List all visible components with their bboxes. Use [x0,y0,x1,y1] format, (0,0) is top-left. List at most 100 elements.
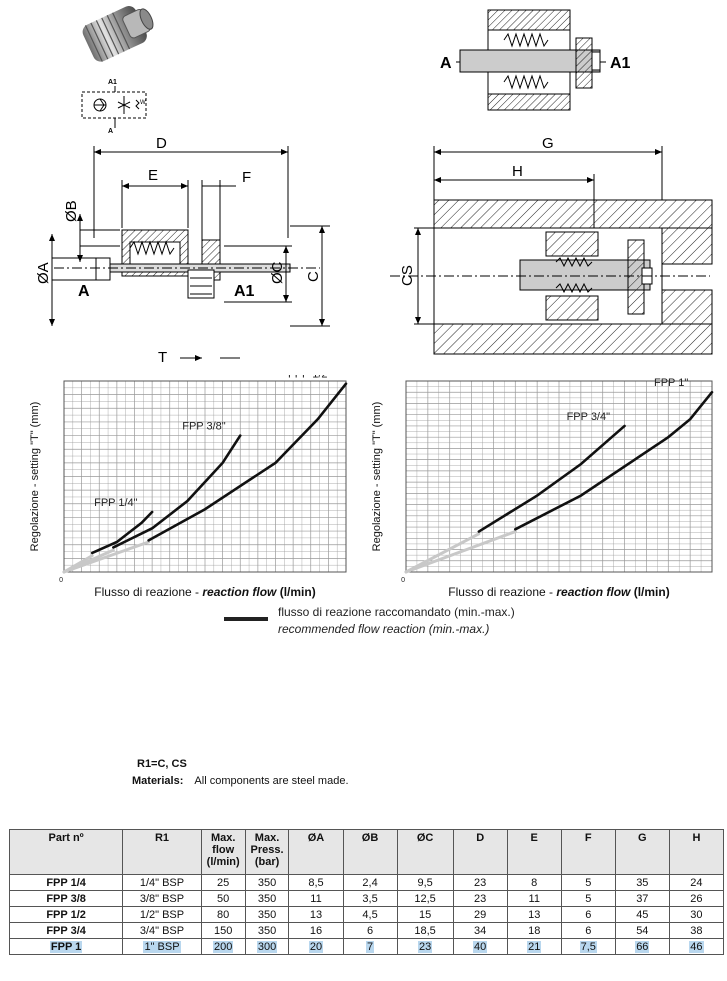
table-cell: 54 [614,922,670,939]
product-photo [82,6,154,62]
table-cell: 150 [200,922,246,939]
series-annotation: FPP 3/8" [182,421,226,433]
table-cell: 200 [200,938,246,955]
left-port-a1-label: A1 [234,283,255,300]
col-header: R1 [122,829,202,875]
table-cell: 3,5 [342,890,398,907]
dim-g-label: G [542,135,554,152]
dim-b-label: ØB [63,200,80,222]
dim-cs-label: CS [399,265,416,286]
right-installed-drawing: G H CS [390,135,713,355]
y-tick-label: 0 [401,577,405,584]
series-line [147,382,348,542]
symbol-label-a1: A1 [108,79,117,86]
series-line [513,390,714,531]
series-annotation: FPP 1" [654,377,688,389]
plot-frame [405,380,713,573]
table-cell: 18 [506,922,562,939]
table-cell: 80 [200,906,246,923]
table-cell: 15 [396,906,454,923]
svg-text:W: W [140,100,146,106]
col-header: ØC [396,829,454,875]
part-number-cell: FPP 3/8 [8,890,124,907]
table-cell: 5 [560,874,616,891]
part-number-cell: FPP 3/4 [8,922,124,939]
series-annotation: FPP 3/4" [567,411,611,423]
table-cell: 2,4 [342,874,398,891]
table-cell: 300 [244,938,290,955]
col-header: H [668,829,725,875]
table-cell: 8,5 [288,874,344,891]
table-header-row: Part nº R1 Max. flow (l/min) Max. Press.… [8,829,725,875]
materials-value: All components are steel made. [194,775,349,787]
y-axis-label: Regolazione - setting "T" (mm) [371,402,383,552]
series-line [62,540,151,574]
part-number-cell: FPP 1/2 [8,906,124,923]
hydraulic-symbol: A1 W A [81,79,147,135]
table-cell: 35 [614,874,670,891]
series-line [404,532,481,574]
dim-h-label: H [512,163,523,180]
right-section-drawing: A A1 [440,9,630,111]
table-cell: 66 [614,938,670,955]
table-cell: 4,5 [342,906,398,923]
left-port-a-label: A [78,283,90,300]
legend-text-1: flusso di reazione raccomandato (min.-ma… [278,605,515,619]
dim-f-label: F [242,169,251,186]
col-header: G [614,829,670,875]
table-cell: 3/4" BSP [122,922,202,939]
series-line [90,510,154,555]
table-cell: 7 [342,938,398,955]
col-header: ØA [288,829,344,875]
table-cell: 13 [288,906,344,923]
table-cell: 5 [560,890,616,907]
table-cell: 23 [396,938,454,955]
table-cell: 11 [288,890,344,907]
table-cell: 45 [614,906,670,923]
table-cell: 21 [506,938,562,955]
table-cell: 350 [244,890,290,907]
y-tick-label: 0 [59,577,63,584]
series-line [112,434,242,549]
table-cell: 1" BSP [122,938,202,955]
table-cell: 8 [506,874,562,891]
legend-swatch [224,617,268,621]
table-cell: 46 [668,938,725,955]
table-cell: 350 [244,906,290,923]
part-number-cell: FPP 1 [8,938,124,955]
table-cell: 16 [288,922,344,939]
series-line [404,530,517,574]
right-port-a1-label: A1 [610,55,630,72]
table-cell: 350 [244,922,290,939]
dim-c-small-label: ØC [269,261,286,284]
table-cell: 9,5 [396,874,454,891]
dim-d-label: D [156,135,167,152]
table-cell: 29 [452,906,508,923]
col-header: Max. flow (l/min) [200,829,246,875]
table-cell: 38 [668,922,725,939]
symbol-label-a: A [108,128,113,135]
table-cell: 18,5 [396,922,454,939]
table-cell: 26 [668,890,725,907]
table-cell: 25 [200,874,246,891]
table-cell: 350 [244,874,290,891]
table-cell: 23 [452,890,508,907]
x-axis-label: Flusso di reazione - reaction flow (l/mi… [94,585,315,599]
series-line [477,424,626,533]
plot-frame [63,380,347,573]
x-axis-label: Flusso di reazione - reaction flow (l/mi… [448,585,669,599]
table-cell: 34 [452,922,508,939]
table-cell: 1/4" BSP [122,874,202,891]
parts-table: Part nº R1 Max. flow (l/min) Max. Press.… [8,829,725,955]
table-cell: 40 [452,938,508,955]
table-cell: 6 [560,922,616,939]
dim-t-label: T [158,349,167,366]
table-cell: 50 [200,890,246,907]
